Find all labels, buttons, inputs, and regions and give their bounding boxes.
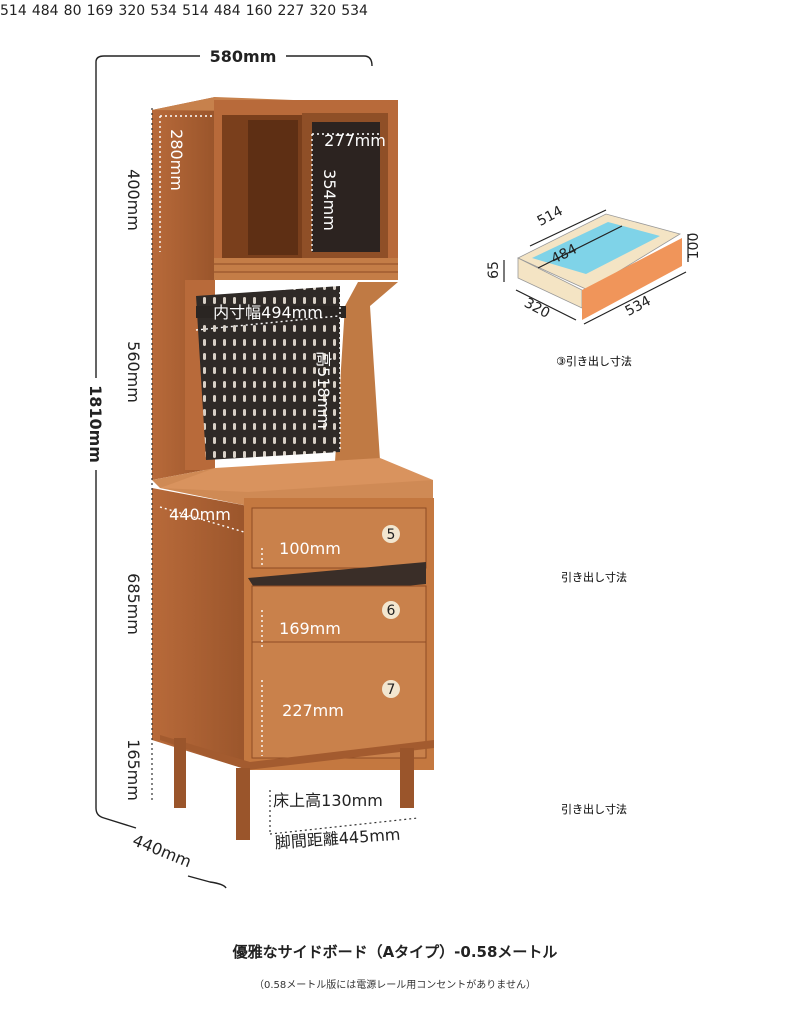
drawer-1-caption: ③引き出し寸法 [556,355,632,368]
dim-seg-mid: 560mm [124,341,143,403]
leg-back-left [174,738,186,808]
drawer-3-inner-height: 160 [245,3,273,19]
drawer-2-inner-height: 80 [63,3,82,19]
leg-front-right [400,748,414,808]
drawer-1-back-width: 514 [535,203,566,230]
product-note: （0.58メートル版には電源レール用コンセントがありません） [254,980,536,991]
dark-dotted-guides [151,108,419,835]
drawer-2-inner-width: 484 [31,3,59,19]
dim-drawer-7-height: 227mm [282,701,344,720]
drawer-5-knob[interactable] [382,525,400,543]
product-title: 優雅なサイドボード（Aタイプ）-0.58メートル [232,943,558,961]
dim-pegboard-height: 高518mm [314,351,333,429]
dim-upper-inner-height: 280mm [167,129,186,191]
drawer-3-back-width: 514 [182,3,209,19]
drawer-3-front-width: 534 [341,3,368,19]
base-rail [160,735,434,770]
dim-total-depth: 440mm [130,831,194,872]
cabinet-dimension-lines [95,55,373,889]
cabinet-drawing [152,97,434,840]
drawer-1-inner-height: 65 [486,261,502,279]
drawer-6-knob[interactable] [382,601,400,619]
upper-rail [214,258,398,280]
drawer-6-number: 6 [387,603,396,619]
dim-total-width: 580mm [210,47,277,66]
drawer-6-front[interactable] [251,585,427,649]
dim-drawer-5-height: 100mm [279,539,341,558]
drawer-3-depth: 320 [309,3,337,19]
drawer-1-depth: 320 [521,295,552,322]
lower-side-panel [152,488,248,770]
drawer-3-front-height: 227 [277,3,305,19]
drawer-1-front-height: 100 [686,233,702,260]
pegboard [196,286,340,460]
dim-drawer-6-height: 169mm [279,619,341,638]
drawer-2-caption: 引き出し寸法 [561,571,627,584]
dim-pegboard-width: 内寸幅494mm [213,303,323,322]
dim-seg-top: 400mm [124,169,143,231]
drawer-3-caption: 引き出し寸法 [561,803,627,816]
drawer-2-front-width: 534 [150,3,177,19]
drawer-7-knob[interactable] [382,680,400,698]
drawer-2-caption: 引き出し寸法 [561,571,627,584]
leg-front-left [236,768,250,840]
drawer-5-number: 5 [387,527,396,543]
drawer-3-caption: 引き出し寸法 [561,803,627,816]
mid-right-upright [335,282,398,462]
drawer-7-front[interactable] [251,641,427,759]
dim-counter-depth: 440mm [169,505,231,524]
drawer-3-inner-width: 484 [213,3,241,19]
dim-total-height: 1810mm [86,385,105,463]
drawer-2-depth: 320 [118,3,146,19]
drawer-7-number: 7 [387,682,396,698]
drawer-2-back-width: 514 [0,3,27,19]
drawer-2-front-height: 169 [86,3,114,19]
dotted-guides [159,115,380,756]
dim-floor-clearance: 床上高130mm [273,791,383,810]
dim-seg-lower: 685mm [124,573,143,635]
drawer-5-front[interactable] [251,507,427,569]
dim-door-height: 354mm [320,169,339,231]
drawer-1-caption: ③引き出し寸法 [556,355,632,368]
dim-seg-leg: 165mm [124,739,143,801]
dim-leg-span: 脚間距離445mm [274,825,401,853]
drawer-1-front-width: 534 [623,293,654,320]
drawer-diagram-1 [503,209,689,325]
dim-door-width: 277mm [324,131,386,150]
